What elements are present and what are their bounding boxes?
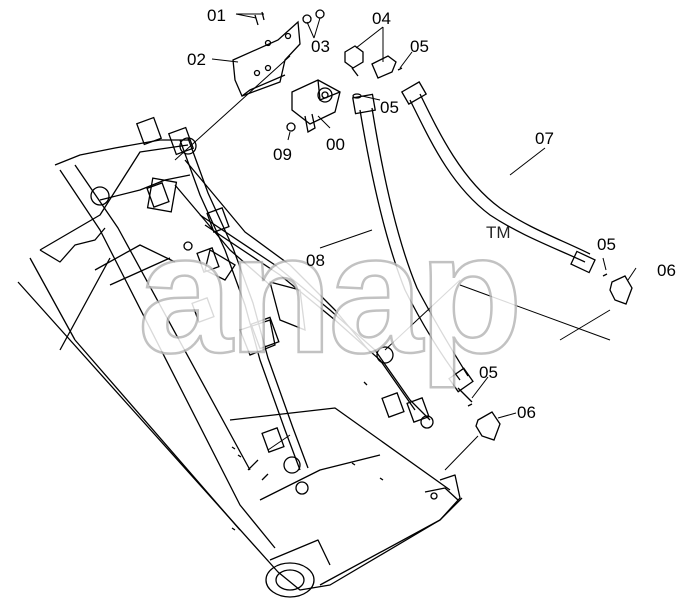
watermark-text: anap <box>138 199 519 389</box>
boom-pipe <box>90 116 434 495</box>
callout-06-right: 06 <box>657 261 676 280</box>
callout-05-mid: 05 <box>380 98 399 117</box>
callout-09: 09 <box>273 145 292 164</box>
elbow-fittings <box>467 273 633 441</box>
callout-05-right: 05 <box>597 235 616 254</box>
callout-05-top: 05 <box>410 37 429 56</box>
callout-05-bottom: 05 <box>479 363 498 382</box>
watermark-trademark: TM <box>486 223 511 242</box>
watermark: anap TM <box>137 198 524 391</box>
callout-00: 00 <box>326 135 345 154</box>
callout-01: 01 <box>207 6 226 25</box>
callout-06-bottom: 06 <box>517 403 536 422</box>
boom-frame <box>17 139 463 598</box>
valve-bracket <box>232 9 403 134</box>
callout-02: 02 <box>187 50 206 69</box>
callout-04: 04 <box>372 9 391 28</box>
callout-03: 03 <box>311 37 330 56</box>
hose-07 <box>400 81 596 274</box>
callout-08: 08 <box>306 251 325 270</box>
callout-labels: 01 02 03 04 05 05 00 09 07 08 05 06 05 0… <box>187 6 676 422</box>
leader-lines <box>174 13 637 471</box>
callout-07: 07 <box>535 129 554 148</box>
